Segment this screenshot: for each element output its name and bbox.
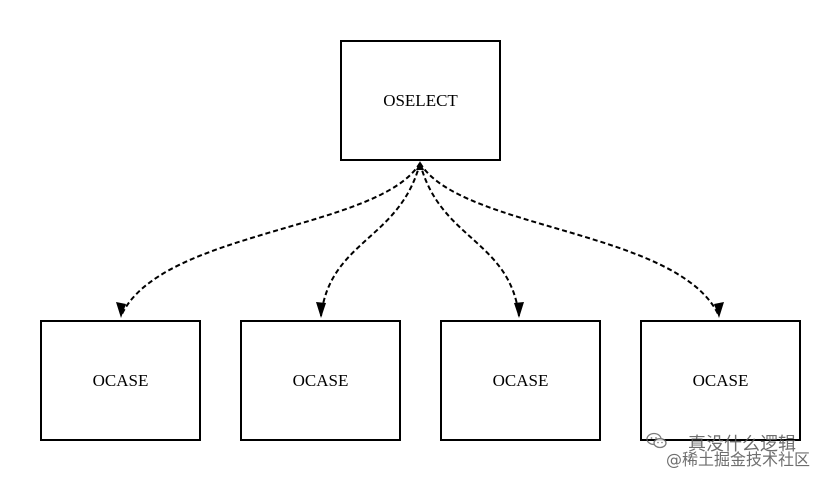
ocase-node-3: OCASE <box>440 320 601 441</box>
ocase-node-2: OCASE <box>240 320 401 441</box>
ocase-node-1: OCASE <box>40 320 201 441</box>
arrowhead-case-1 <box>116 302 126 318</box>
arrowhead-case-2 <box>316 302 326 318</box>
ocase-label-3: OCASE <box>492 370 549 390</box>
ocase-node-4: OCASE <box>640 320 801 441</box>
edge-root-to-case-4 <box>419 162 720 317</box>
watermark-line2: @稀土掘金技术社区 <box>666 450 811 469</box>
arrowhead-root-top <box>416 161 424 170</box>
arrowhead-case-3 <box>514 302 524 318</box>
oselect-label: OSELECT <box>383 90 458 110</box>
edge-root-to-case-2 <box>320 162 421 317</box>
edge-root-to-case-1 <box>120 162 421 317</box>
edge-root-to-case-3 <box>419 162 520 317</box>
ocase-label-4: OCASE <box>692 370 749 390</box>
wechat-icon <box>646 432 667 449</box>
ocase-label-1: OCASE <box>92 370 149 390</box>
arrowhead-case-4 <box>714 302 724 318</box>
watermark-line1: 真没什么逻辑 <box>688 434 796 455</box>
ocase-label-2: OCASE <box>292 370 349 390</box>
oselect-node: OSELECT <box>340 40 501 161</box>
watermark: 真没什么逻辑 @稀土掘金技术社区 <box>646 428 836 476</box>
